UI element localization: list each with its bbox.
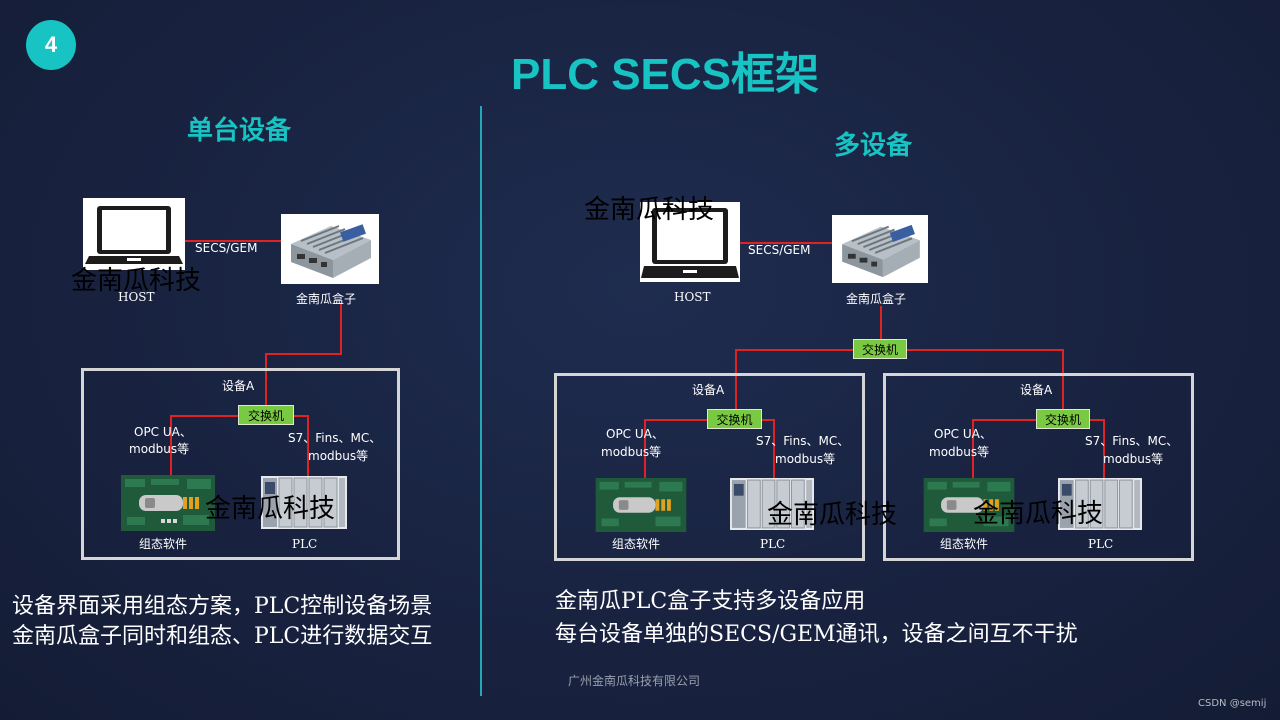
switch-left-line [170, 415, 238, 417]
device-label: 设备A [1020, 383, 1053, 397]
gateway-to-switch-line [265, 353, 267, 405]
hmi-label: 组态软件 [139, 537, 188, 551]
plc-icon [261, 476, 347, 529]
watermark: 金南瓜科技 [205, 494, 336, 524]
device-box [883, 373, 1194, 561]
secs-link-line [185, 240, 281, 242]
gateway-down-line [340, 304, 342, 354]
watermark: 金南瓜科技 [973, 499, 1104, 529]
gateway-box-icon [832, 215, 928, 283]
hmi-label: 组态软件 [612, 537, 661, 551]
switch-left-line [972, 419, 1036, 421]
main-switch: 交换机 [853, 339, 907, 359]
switch-right-line [1090, 419, 1104, 421]
hmi-protocol-line2: modbus等 [601, 445, 662, 459]
right-description-line2: 每台设备单独的SECS/GEM通讯，设备之间互不干扰 [555, 622, 1078, 647]
watermark: 金南瓜科技 [71, 266, 202, 296]
gateway-down-line [880, 306, 882, 340]
plc-icon [1058, 478, 1142, 530]
company-footer: 广州金南瓜科技有限公司 [568, 674, 701, 688]
switch-right-line [762, 419, 774, 421]
switch-to-plc-line [307, 415, 309, 479]
main-switch-to-device-a-line [735, 349, 737, 410]
hmi-protocol-line1: OPC UA、 [606, 427, 664, 441]
secs-link-line [740, 242, 832, 244]
hmi-label: 组态软件 [940, 537, 989, 551]
main-switch-to-device-b-line [1062, 349, 1064, 410]
switch-to-hmi-line [972, 419, 974, 479]
left-section-heading: 单台设备 [187, 116, 292, 146]
host-label: HOST [674, 290, 711, 304]
gateway-box-icon [281, 214, 379, 284]
left-description-line2: 金南瓜盒子同时和组态、PLC进行数据交互 [12, 624, 433, 649]
plc-label: PLC [292, 537, 318, 551]
gateway-horizontal-line [265, 353, 342, 355]
switch-to-plc-line [773, 419, 775, 479]
plc-protocol-line1: S7、Fins、MC、 [1085, 434, 1179, 448]
hmi-board-icon [922, 478, 1016, 532]
device-switch: 交换机 [238, 405, 294, 425]
watermark: 金南瓜科技 [767, 500, 898, 530]
hmi-board-icon [594, 478, 688, 532]
switch-to-hmi-line [170, 415, 172, 479]
hmi-board-icon [121, 475, 215, 531]
device-box [81, 368, 400, 560]
device-label: 设备A [222, 379, 255, 393]
section-divider [480, 106, 482, 696]
device-label: 设备A [692, 383, 725, 397]
switch-to-plc-line [1103, 419, 1105, 479]
watermark: 金南瓜科技 [584, 195, 715, 225]
gateway-box-label: 金南瓜盒子 [296, 292, 357, 306]
device-box [554, 373, 865, 561]
gateway-box-label: 金南瓜盒子 [846, 292, 907, 306]
right-section-heading: 多设备 [834, 131, 913, 161]
plc-protocol-line2: modbus等 [775, 452, 836, 466]
left-description-line1: 设备界面采用组态方案，PLC控制设备场景 [12, 594, 433, 619]
plc-protocol-line1: S7、Fins、MC、 [288, 431, 382, 445]
slide-number-badge: 4 [26, 20, 76, 70]
host-label: HOST [118, 290, 155, 304]
plc-icon [730, 478, 814, 530]
switch-right-line [294, 415, 308, 417]
switch-left-line [644, 419, 707, 421]
hmi-protocol-line1: OPC UA、 [934, 427, 992, 441]
switch-to-hmi-line [644, 419, 646, 479]
device-switch: 交换机 [1036, 409, 1090, 429]
plc-protocol-line2: modbus等 [308, 449, 369, 463]
right-description-line1: 金南瓜PLC盒子支持多设备应用 [555, 589, 866, 614]
device-switch: 交换机 [707, 409, 762, 429]
plc-protocol-line2: modbus等 [1103, 452, 1164, 466]
host-laptop-icon [83, 198, 185, 270]
slide-title: PLC SECS框架 [510, 50, 820, 99]
plc-protocol-line1: S7、Fins、MC、 [756, 434, 850, 448]
hmi-protocol-line2: modbus等 [129, 442, 190, 456]
main-switch-left-line [735, 349, 853, 351]
secs-link-label: SECS/GEM [195, 241, 258, 255]
source-credit: CSDN @semij [1198, 698, 1267, 709]
hmi-protocol-line1: OPC UA、 [134, 425, 192, 439]
hmi-protocol-line2: modbus等 [929, 445, 990, 459]
main-switch-right-line [907, 349, 1063, 351]
secs-link-label: SECS/GEM [748, 243, 811, 257]
plc-label: PLC [1088, 537, 1114, 551]
plc-label: PLC [760, 537, 786, 551]
host-laptop-icon [640, 202, 740, 282]
